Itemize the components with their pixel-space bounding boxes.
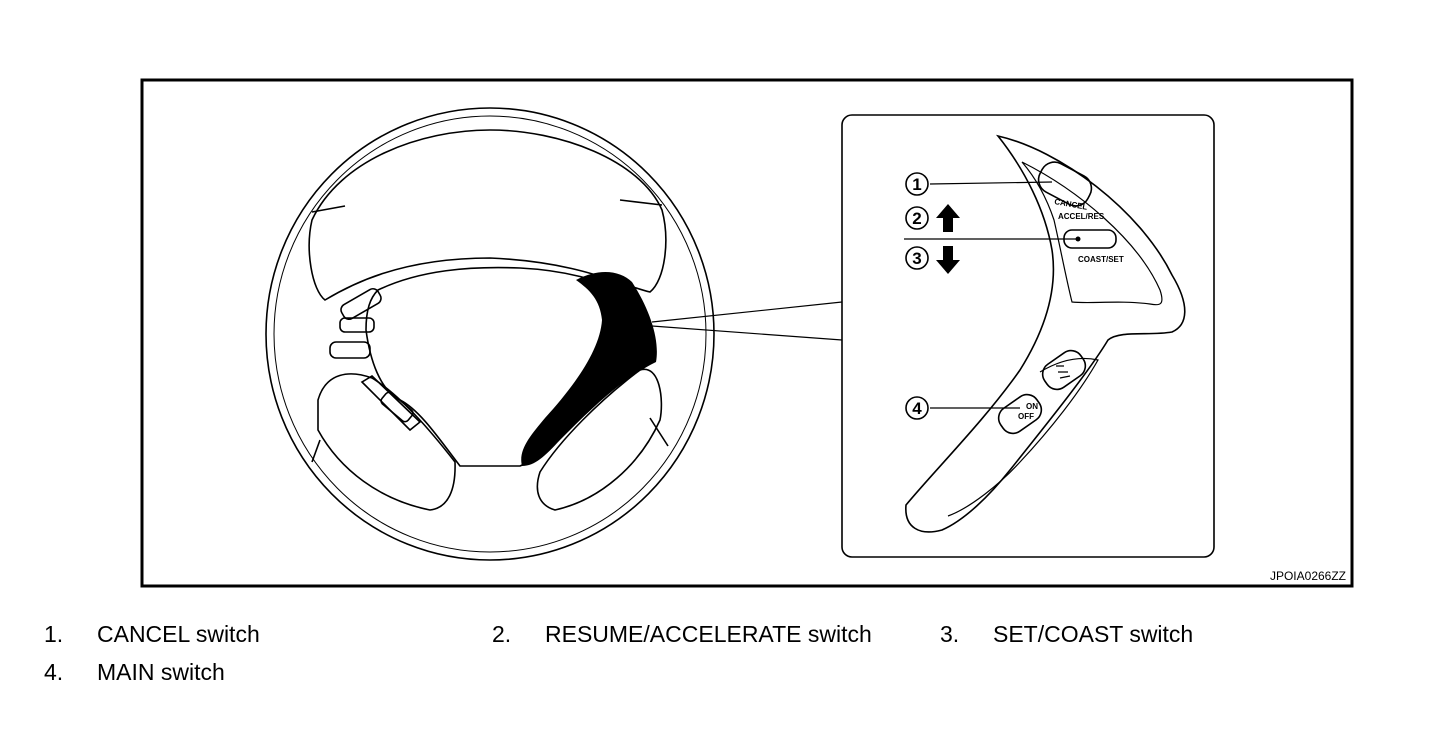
legend: 1. CANCEL switch 2. RESUME/ACCELERATE sw… bbox=[0, 600, 1456, 734]
steering-wheel bbox=[265, 107, 715, 561]
legend-number: 3. bbox=[940, 621, 960, 647]
leader-line-1 bbox=[929, 181, 1053, 185]
legend-number: 4. bbox=[44, 659, 64, 685]
arrow-up-icon bbox=[936, 204, 960, 232]
legend-text: MAIN switch bbox=[97, 659, 225, 685]
on-label: ON bbox=[1026, 402, 1038, 411]
zoom-line-top bbox=[651, 301, 843, 323]
detail-spoke bbox=[905, 134, 1186, 533]
leader-dot-3 bbox=[1075, 236, 1081, 242]
svg-text:4: 4 bbox=[912, 399, 922, 418]
legend-number: 2. bbox=[492, 621, 512, 647]
svg-text:1: 1 bbox=[912, 175, 921, 194]
off-label: OFF bbox=[1018, 412, 1034, 421]
callout-1: 1 bbox=[905, 172, 929, 196]
coast-set-label: COAST/SET bbox=[1078, 255, 1124, 264]
callout-2: 2 bbox=[905, 206, 929, 230]
legend-text: SET/COAST switch bbox=[993, 621, 1194, 647]
legend-number: 1. bbox=[44, 621, 64, 647]
callout-4: 4 bbox=[905, 396, 929, 420]
accel-res-label: ACCEL/RES bbox=[1058, 212, 1105, 221]
steering-switch-icon bbox=[1056, 365, 1071, 379]
figure-code: JPOIA0266ZZ bbox=[1270, 569, 1346, 583]
detail-inset bbox=[841, 114, 1215, 558]
callout-3: 3 bbox=[905, 246, 929, 270]
svg-text:2: 2 bbox=[912, 209, 921, 228]
steering-switch-diagram: CANCEL ACCEL/RES COAST/SET ON OFF 1 2 3 … bbox=[140, 78, 1354, 588]
highlighted-spoke bbox=[521, 271, 657, 466]
legend-text: CANCEL switch bbox=[97, 621, 260, 647]
arrow-down-icon bbox=[936, 246, 960, 274]
zoom-line-bottom bbox=[651, 325, 843, 341]
legend-text: RESUME/ACCELERATE switch bbox=[545, 621, 872, 647]
svg-text:3: 3 bbox=[912, 249, 921, 268]
